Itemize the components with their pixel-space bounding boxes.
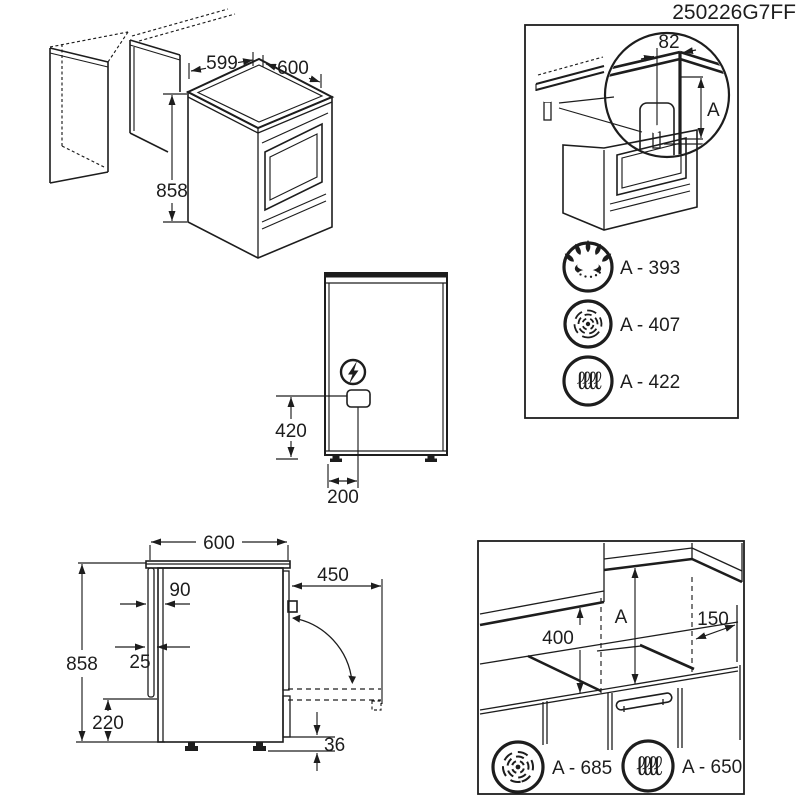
tall-cabinet — [129, 8, 236, 153]
dim-connection-height: 420 — [275, 395, 347, 460]
door-handle — [287, 600, 298, 613]
dim-niche-depth: 599 — [188, 52, 254, 79]
worktop-and-hob — [479, 643, 739, 715]
dim-depth: 600 — [149, 533, 289, 560]
open-door-handle — [371, 700, 382, 711]
top-left-isometric-view: 599 600 858 — [49, 8, 335, 259]
svg-text:858: 858 — [156, 181, 188, 202]
svg-text:200: 200 — [327, 487, 359, 508]
svg-text:A: A — [615, 607, 628, 628]
left-cabinet — [49, 31, 129, 184]
document-code: 250226G7FF — [672, 1, 796, 24]
dim-plinth: 220 — [92, 698, 157, 741]
variant-label: A - 685 — [552, 758, 612, 779]
svg-text:A: A — [707, 100, 720, 121]
oven-door-side — [282, 570, 290, 691]
variant-label: A - 650 — [682, 757, 742, 778]
fan-glyph — [502, 751, 534, 783]
fan-icon — [491, 740, 545, 794]
hood-variant-coil: ℓℓℓℓ A - 650 — [621, 739, 742, 793]
drawer-front-side — [282, 695, 291, 738]
svg-text:90: 90 — [169, 580, 190, 601]
dim-cooker-width: 600 — [262, 55, 322, 88]
junction-box — [346, 389, 371, 408]
hob-variant-fan: A - 407 — [563, 299, 680, 349]
variant-label: A - 407 — [620, 315, 680, 336]
dim-side-offset: 150 — [695, 609, 736, 640]
dim-bracket-height: A — [697, 78, 720, 138]
hob-variant-coil: ℓℓℓℓ A - 422 — [562, 355, 680, 407]
svg-text:600: 600 — [203, 533, 235, 554]
svg-text:36: 36 — [324, 735, 345, 756]
dim-cabinet-clearance: 400 — [542, 608, 584, 693]
coil-icon — [621, 739, 675, 793]
oven-handle — [615, 692, 673, 711]
fan-glyph — [573, 309, 603, 339]
svg-text:600: 600 — [277, 58, 309, 79]
anti-tilt-detail-panel: 82 A A - 393 — [524, 24, 739, 419]
dim-height: 858 — [66, 562, 165, 743]
dim-feet-height: 36 — [313, 712, 345, 771]
svg-text:858: 858 — [66, 654, 98, 675]
coil-glyph: ℓℓℓℓ — [577, 367, 603, 395]
dim-spacer: 25 — [115, 643, 190, 673]
oven-window — [616, 136, 687, 197]
coil-glyph: ℓℓℓℓ — [637, 751, 663, 781]
adjustable-feet — [185, 742, 266, 751]
wall-cabinets — [479, 543, 743, 627]
cooker-isometric — [185, 57, 335, 259]
door-swing — [288, 614, 382, 711]
electric-connection-icon — [339, 358, 367, 386]
svg-text:400: 400 — [542, 628, 574, 649]
cooker-rear-isometric — [562, 129, 698, 231]
rear-spacer — [147, 567, 155, 698]
rear-view: 420 200 — [275, 272, 448, 508]
fan-icon — [563, 299, 613, 349]
detail-magnifier-circle — [603, 31, 731, 159]
svg-text:599: 599 — [206, 53, 238, 74]
dim-hood-clearance: A — [615, 568, 639, 684]
oven-window — [264, 122, 323, 212]
anti-tilt-bracket-icon — [541, 93, 558, 121]
hob-variant-gas: A - 393 — [562, 240, 680, 293]
dim-cooker-height-iso: 858 — [156, 93, 188, 223]
dim-connection-offset: 200 — [327, 407, 359, 508]
coil-icon — [562, 355, 614, 407]
svg-text:450: 450 — [317, 565, 349, 586]
svg-text:220: 220 — [92, 713, 124, 734]
svg-text:82: 82 — [658, 32, 679, 53]
svg-text:420: 420 — [275, 421, 307, 442]
dim-door-open: 450 — [292, 565, 383, 704]
base-cabinet-fronts — [542, 665, 741, 750]
dim-bracket-offset: 82 — [640, 32, 697, 62]
hob-clearance-panel: 400 A 150 A - 685 ℓℓℓℓ A - 650 — [477, 540, 745, 795]
side-view: 600 858 90 25 450 — [66, 533, 383, 771]
hood-variant-fan: A - 685 — [491, 740, 612, 794]
dim-rear-gap: 90 — [120, 580, 191, 608]
svg-text:25: 25 — [129, 652, 150, 673]
variant-label: A - 422 — [620, 372, 680, 393]
adjustable-feet — [330, 455, 437, 462]
svg-text:150: 150 — [697, 609, 729, 630]
variant-label: A - 393 — [620, 258, 680, 279]
detail-circle-content — [606, 48, 728, 156]
gas-burner-glyph — [564, 240, 612, 280]
